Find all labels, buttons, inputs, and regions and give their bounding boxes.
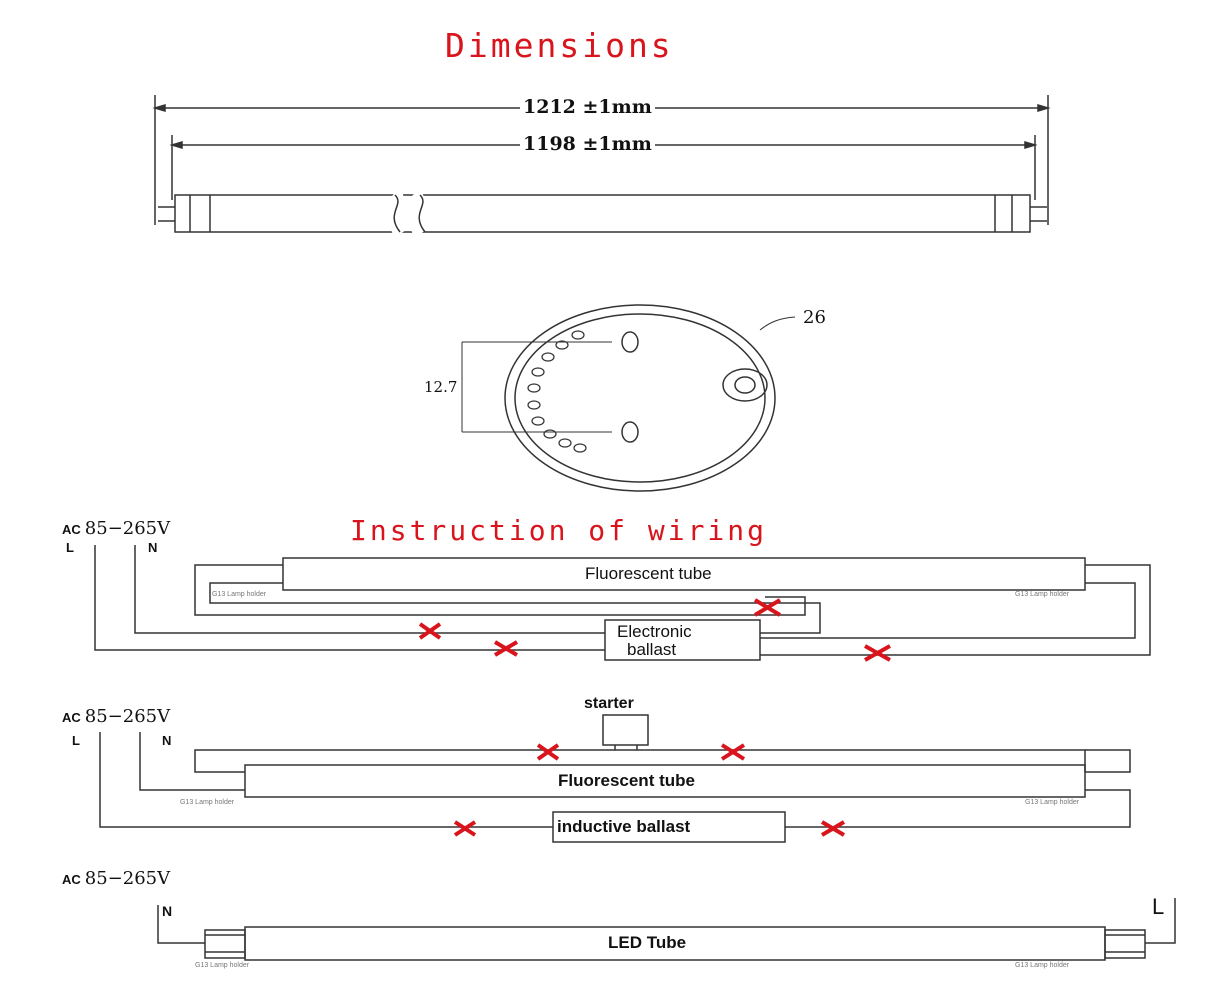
live-label-3: L (1152, 894, 1165, 919)
neutral-label-3: N (162, 903, 173, 919)
wiring-diagram-electronic (94, 545, 1151, 661)
wiring-title: Instruction of wiring (350, 514, 768, 547)
holder-label: G13 Lamp holder (195, 962, 250, 969)
x-mark (753, 598, 782, 617)
red-x-marks (418, 598, 891, 837)
holder-label: G13 Lamp holder (1015, 962, 1070, 969)
live-label-2: L (72, 733, 80, 748)
tube-label-3: LED Tube (608, 933, 687, 952)
holder-label: G13 Lamp holder (1025, 799, 1080, 806)
neutral-label-2: N (162, 733, 172, 748)
x-mark (720, 743, 746, 761)
holder-label: G13 Lamp holder (1015, 591, 1070, 598)
wiring-diagram-inductive (99, 714, 1131, 843)
starter-label: starter (584, 695, 634, 712)
tube-label-2: Fluorescent tube (558, 771, 695, 790)
diameter-label: 26 (803, 307, 826, 328)
x-mark (453, 820, 477, 837)
ballast-label-line2: ballast (627, 640, 677, 659)
x-mark (493, 640, 519, 657)
tube-side-view (158, 188, 1047, 238)
x-mark (536, 743, 560, 761)
body-length: 1198 ±1mm (520, 133, 655, 155)
holder-label: G13 Lamp holder (212, 591, 267, 598)
x-mark (864, 644, 891, 662)
neutral-label-1: N (148, 540, 158, 555)
live-label-1: L (66, 540, 74, 555)
overall-length: 1212 ±1mm (520, 96, 655, 118)
x-mark (820, 820, 846, 837)
tube-end-view (461, 304, 796, 492)
wiring-diagram-led (157, 898, 1176, 961)
holder-label: G13 Lamp holder (180, 799, 235, 806)
tube-label-1: Fluorescent tube (585, 564, 712, 583)
ballast-label-2: inductive ballast (557, 817, 691, 836)
dimensions-title: Dimensions (445, 26, 674, 65)
ballast-label-line1: Electronic (617, 622, 692, 641)
x-mark (418, 622, 442, 640)
pin-spacing-label: 12.7 (424, 378, 458, 396)
